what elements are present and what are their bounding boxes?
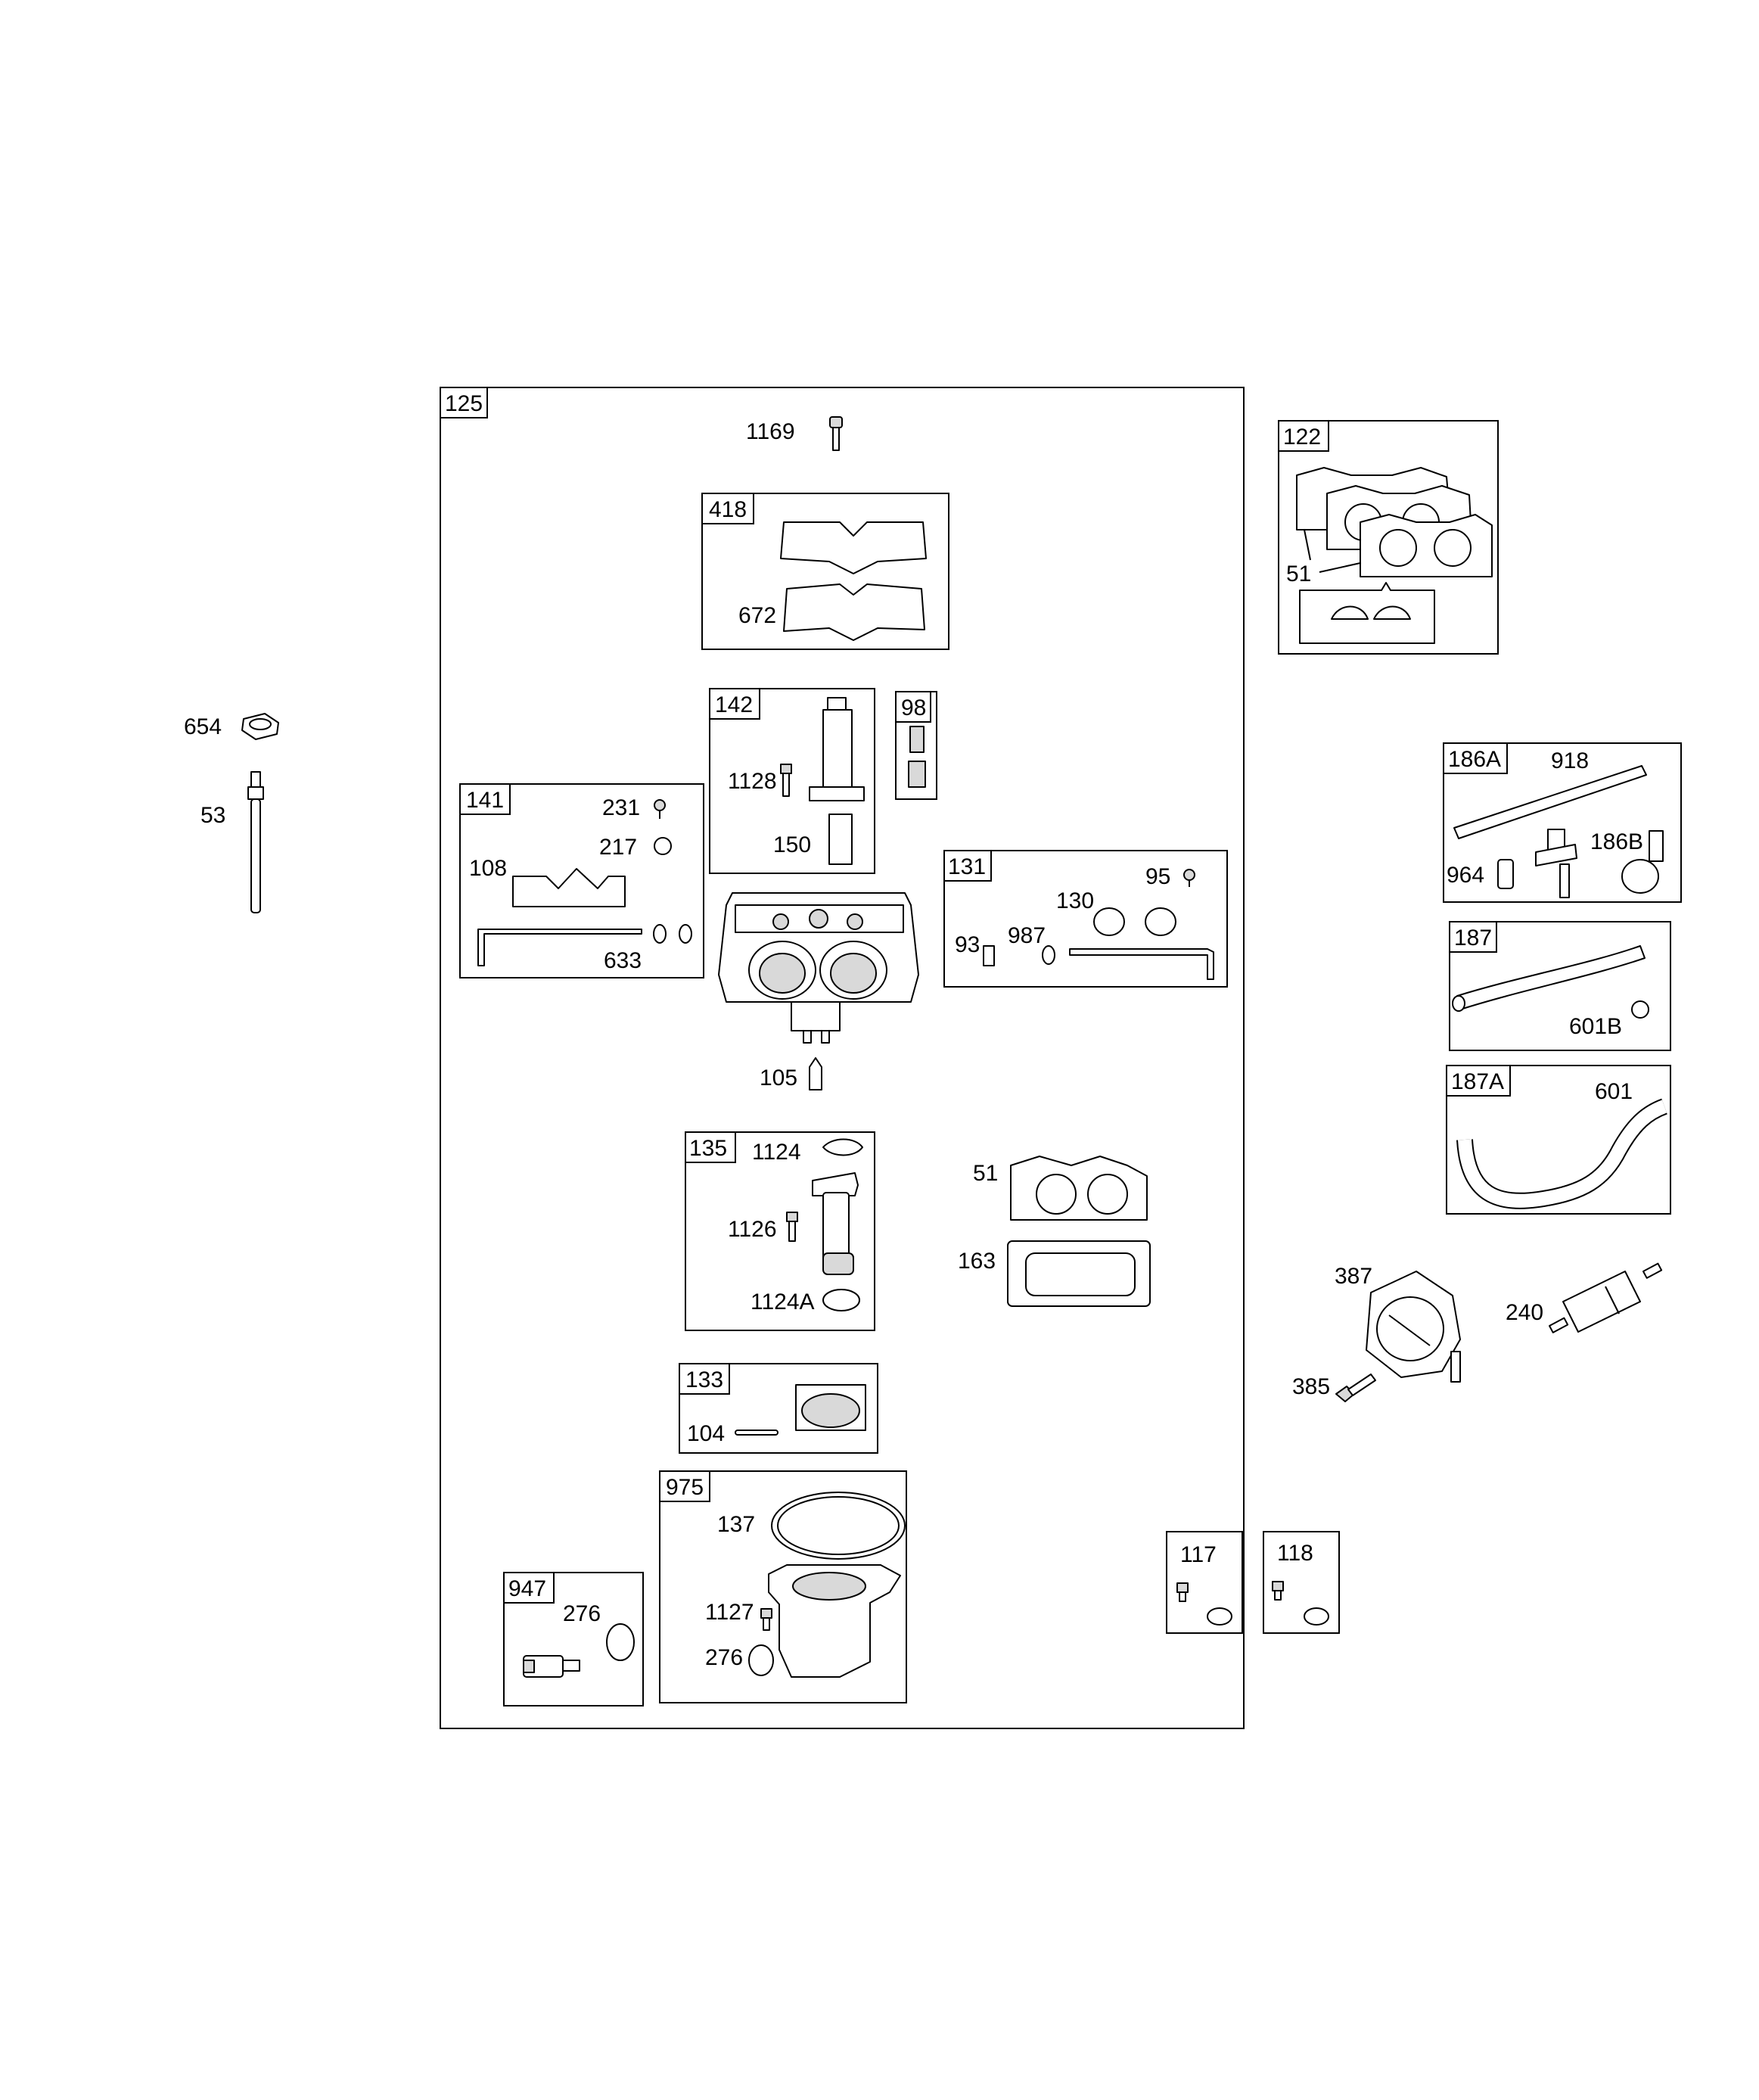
label-987: 987 — [1008, 923, 1046, 948]
kit-125-box — [440, 387, 1245, 1729]
kit-187: 187 601B — [1449, 921, 1671, 1051]
part-51-gasket: 51 — [973, 1156, 1148, 1221]
label-217: 217 — [599, 835, 637, 860]
kit-418: 418 672 — [701, 493, 949, 650]
part-654: 654 — [184, 713, 279, 740]
label-186B: 186B — [1590, 829, 1643, 854]
part-1169: 1169 — [746, 416, 843, 451]
label-95: 95 — [1145, 864, 1170, 889]
label-1126: 1126 — [728, 1217, 777, 1242]
kit-142: 142 1128 150 — [709, 688, 875, 874]
label-633: 633 — [604, 948, 642, 973]
label-51-122: 51 — [1286, 562, 1311, 586]
kit-187A-tag: 187A — [1451, 1069, 1504, 1094]
kit-131-tag: 131 — [948, 854, 986, 879]
label-1127: 1127 — [705, 1600, 754, 1625]
kit-125-tag: 125 — [445, 391, 483, 416]
label-240: 240 — [1506, 1300, 1543, 1325]
label-1124A: 1124A — [751, 1290, 815, 1314]
part-240: 240 — [1506, 1262, 1663, 1333]
label-601B: 601B — [1569, 1014, 1622, 1039]
label-104: 104 — [687, 1421, 725, 1446]
label-231: 231 — [602, 795, 640, 820]
kit-131: 131 95 130 93 987 — [943, 850, 1228, 988]
label-105: 105 — [760, 1066, 797, 1090]
label-654: 654 — [184, 714, 222, 739]
kit-186A-tag: 186A — [1448, 747, 1501, 772]
kit-135-tag: 135 — [689, 1136, 727, 1161]
label-150: 150 — [773, 832, 811, 857]
label-1128: 1128 — [728, 769, 777, 794]
label-93: 93 — [955, 932, 980, 957]
part-387: 387 — [1335, 1264, 1461, 1383]
label-672: 672 — [738, 603, 776, 628]
label-387: 387 — [1335, 1264, 1372, 1289]
kit-133: 133 104 — [679, 1363, 878, 1454]
label-51-center: 51 — [973, 1161, 998, 1186]
label-108: 108 — [469, 856, 507, 881]
label-601: 601 — [1595, 1079, 1633, 1104]
kit-118-tag: 118 — [1277, 1541, 1313, 1566]
kit-142-tag: 142 — [715, 692, 753, 717]
kit-118: 118 — [1263, 1531, 1340, 1634]
label-137: 137 — [717, 1512, 755, 1537]
kit-98: 98 — [895, 691, 937, 800]
label-918: 918 — [1551, 748, 1589, 773]
part-53: 53 — [200, 771, 264, 913]
kit-947-tag: 947 — [508, 1576, 546, 1601]
label-1124: 1124 — [752, 1140, 801, 1165]
part-105: 105 — [760, 1057, 822, 1090]
part-163: 163 — [958, 1240, 1151, 1307]
label-53: 53 — [200, 803, 225, 828]
kit-975-tag: 975 — [666, 1475, 704, 1500]
kit-186A: 186A 918 964 186B — [1443, 742, 1682, 903]
label-1169: 1169 — [746, 419, 795, 444]
kit-187-tag: 187 — [1454, 926, 1492, 950]
label-130: 130 — [1056, 888, 1094, 913]
kit-122-tag: 122 — [1283, 425, 1321, 450]
kit-117: 117 — [1166, 1531, 1243, 1634]
label-964: 964 — [1447, 863, 1484, 888]
kit-141-tag: 141 — [466, 788, 504, 813]
kit-98-tag: 98 — [901, 695, 926, 720]
kit-187A: 187A 601 — [1446, 1065, 1671, 1215]
kit-117-tag: 117 — [1180, 1542, 1217, 1567]
kit-141: 141 231 217 108 633 — [459, 783, 704, 978]
label-276-947: 276 — [563, 1601, 601, 1626]
kit-975: 975 137 1127 276 — [659, 1470, 907, 1703]
label-163: 163 — [958, 1249, 996, 1274]
kit-133-tag: 133 — [685, 1367, 723, 1392]
carburetor-body — [718, 892, 919, 1044]
kit-418-tag: 418 — [709, 497, 747, 522]
part-385: 385 — [1292, 1374, 1376, 1402]
kit-947: 947 276 — [503, 1572, 644, 1706]
label-276-975: 276 — [705, 1645, 743, 1670]
kit-135: 135 1124 1126 1124A — [685, 1131, 875, 1331]
kit-122: 122 51 — [1278, 420, 1499, 655]
label-385: 385 — [1292, 1374, 1330, 1399]
